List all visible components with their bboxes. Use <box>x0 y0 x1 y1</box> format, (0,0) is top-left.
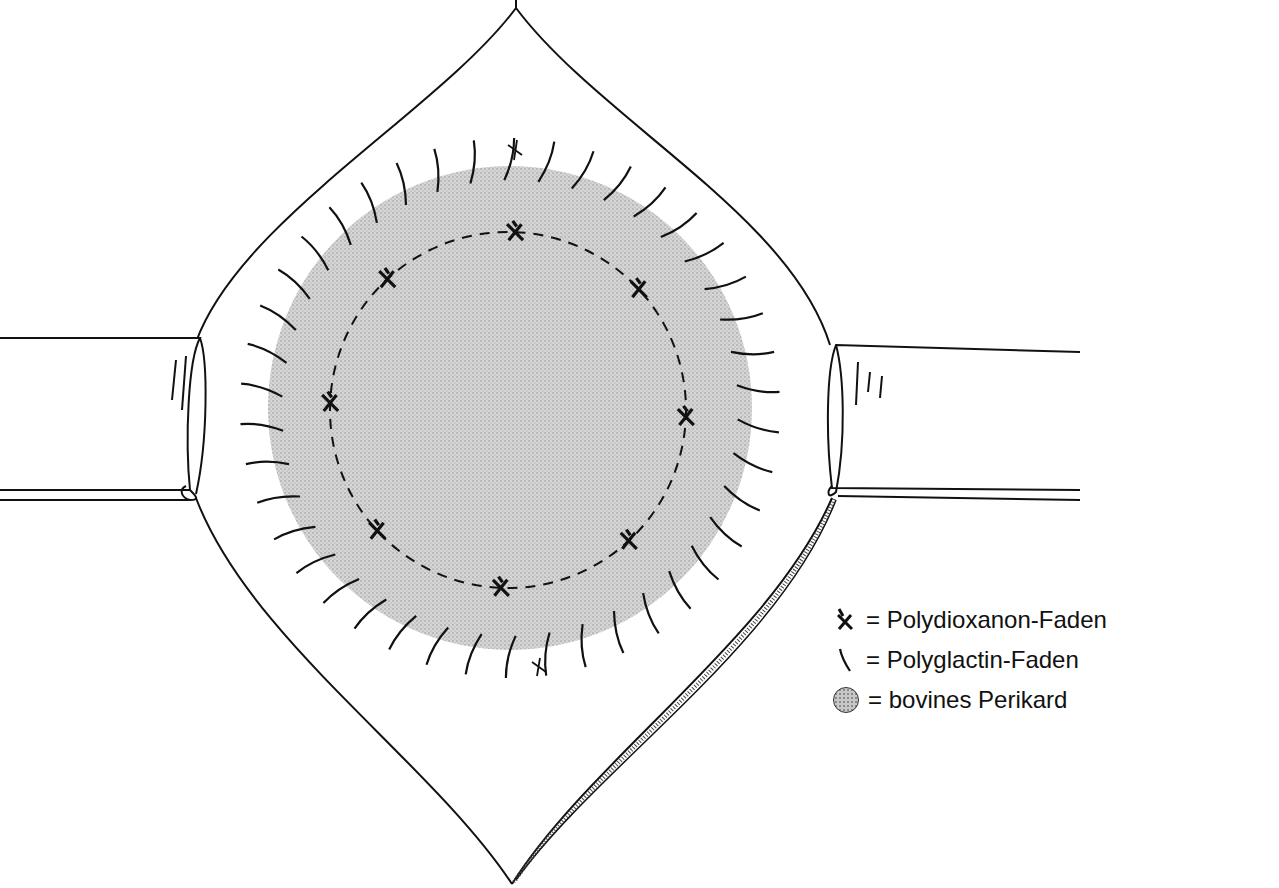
suture-stroke <box>737 385 780 392</box>
legend-text: = Polyglactin-Faden <box>866 646 1079 674</box>
cross-stitch <box>621 530 637 549</box>
cross-stitch <box>322 392 338 411</box>
cross-stitch <box>493 577 509 596</box>
suture-stroke <box>323 579 359 603</box>
incision-outline <box>196 0 836 884</box>
cross-stitch <box>678 406 694 425</box>
suture-stroke <box>734 453 773 472</box>
suture-stroke <box>634 187 666 216</box>
suture-stroke <box>470 140 474 183</box>
suture-stroke <box>466 634 482 674</box>
suture-stroke <box>572 151 594 188</box>
suture-stroke <box>246 462 289 464</box>
suture-stroke <box>692 546 719 580</box>
suture-stroke <box>661 213 697 237</box>
suture-stroke <box>302 237 329 271</box>
legend-cross-symbol <box>828 603 862 637</box>
suture-stroke <box>434 149 438 192</box>
suture-stroke <box>705 277 746 290</box>
suture-line <box>330 232 686 588</box>
suture-stroke <box>296 555 335 574</box>
suture-stroke <box>389 616 416 650</box>
legend-row: = Polyglactin-Faden <box>828 640 1107 680</box>
suture-stroke <box>278 270 310 299</box>
legend: = Polydioxanon-Faden = Polyglactin-Faden =… <box>828 600 1107 720</box>
suture-stroke <box>427 628 449 665</box>
legend-text: = bovines Perikard <box>868 686 1067 714</box>
cross-stitch <box>631 278 647 297</box>
suture-stroke <box>738 419 779 432</box>
polyglactin-sutures <box>241 138 780 678</box>
suture-stroke <box>504 138 514 180</box>
legend-row: = Polydioxanon-Faden <box>828 600 1107 640</box>
retractor-left <box>0 338 206 500</box>
suture-stroke <box>329 207 350 245</box>
suture-stroke <box>614 611 623 653</box>
legend-swatch <box>833 687 859 713</box>
legend-text: = Polydioxanon-Faden <box>866 606 1107 634</box>
suture-stroke <box>274 527 315 540</box>
pericardium-patch <box>268 166 752 650</box>
suture-stroke <box>538 142 554 182</box>
polydioxanone-sutures <box>322 221 694 596</box>
suture-stroke <box>260 306 296 331</box>
cross-stitch <box>369 520 385 539</box>
suture-stroke <box>355 600 387 629</box>
suture-stroke <box>248 344 287 363</box>
suture-stroke <box>397 163 406 205</box>
legend-stroke-symbol <box>828 643 862 677</box>
suture-stroke <box>669 571 690 609</box>
retractor-right <box>828 345 1080 500</box>
suture-stroke <box>241 384 282 397</box>
suture-stroke <box>257 496 300 503</box>
suture-stroke <box>545 633 549 676</box>
suture-stroke <box>643 593 659 633</box>
suture-stroke <box>582 624 586 667</box>
suture-stroke <box>685 243 724 262</box>
suture-stroke <box>604 167 631 201</box>
suture-ends <box>508 140 546 676</box>
legend-row: = bovines Perikard <box>828 680 1107 720</box>
suture-stroke <box>710 517 742 546</box>
suture-stroke <box>720 313 763 320</box>
suture-stroke <box>724 486 760 511</box>
cross-stitch <box>507 221 523 240</box>
suture-stroke <box>241 424 284 431</box>
suture-stroke <box>731 352 774 354</box>
cross-stitch <box>379 268 395 287</box>
suture-stroke <box>361 183 377 223</box>
suture-stroke <box>506 636 516 678</box>
